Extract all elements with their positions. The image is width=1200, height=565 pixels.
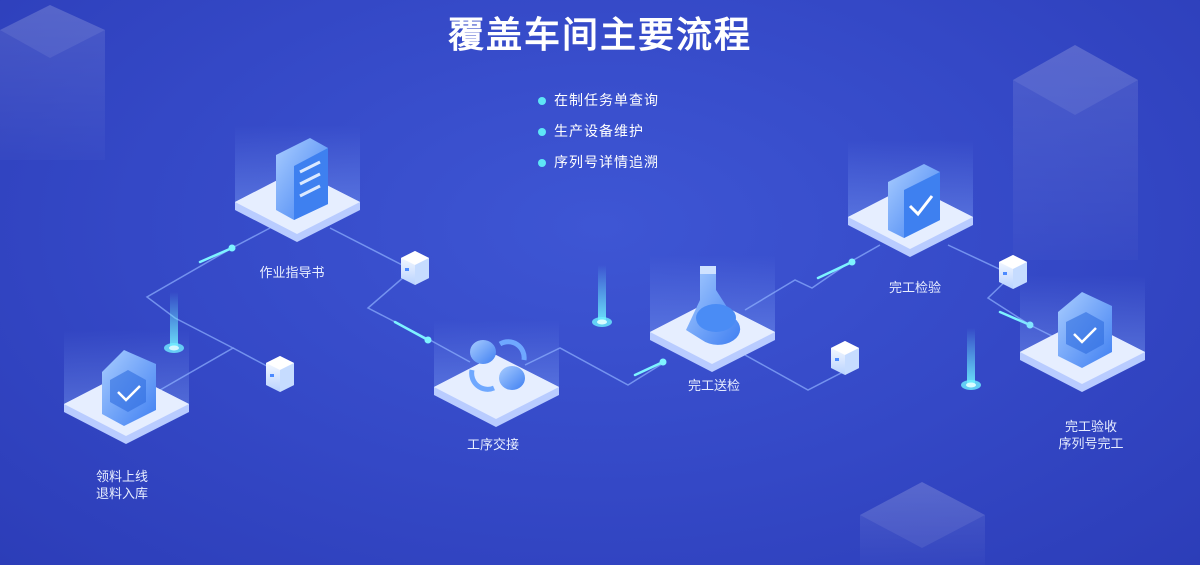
- node-label-inspection: 完工检验: [845, 280, 985, 297]
- document-icon: [276, 138, 328, 220]
- feature-label: 生产设备维护: [554, 124, 644, 140]
- bullet-dot-icon: [538, 97, 546, 105]
- box-check-icon: [1058, 292, 1112, 368]
- node-label-line: 序列号完工: [1058, 437, 1124, 452]
- background-cube-right: [1013, 45, 1138, 260]
- line-dots: [228, 244, 1034, 366]
- small-cube: [831, 341, 859, 375]
- glow-pillar: [961, 328, 981, 390]
- page-title: 覆盖车间主要流程: [447, 15, 752, 56]
- node-acceptance-platform: [1020, 275, 1145, 392]
- box-icon: [102, 350, 156, 426]
- exchange-icon: [469, 339, 527, 392]
- feature-label: 序列号详情追溯: [554, 155, 659, 171]
- bullet-dot-icon: [538, 159, 546, 167]
- feature-item: 生产设备维护: [538, 121, 659, 152]
- feature-item: 在制任务单查询: [538, 90, 659, 121]
- node-material-platform: [64, 330, 189, 444]
- node-label-instruction: 作业指导书: [222, 265, 362, 282]
- glow-pillar: [592, 265, 612, 327]
- feature-item: 序列号详情追溯: [538, 152, 659, 183]
- node-instruction-platform: [235, 125, 360, 242]
- feature-label: 在制任务单查询: [554, 93, 659, 109]
- background-cube-top-left: [0, 5, 105, 160]
- bullet-dot-icon: [538, 128, 546, 136]
- node-label-line: 完工送检: [687, 379, 740, 394]
- node-label-material: 领料上线 退料入库: [52, 469, 192, 503]
- node-label-line: 领料上线: [95, 470, 148, 485]
- node-label-line: 作业指导书: [259, 266, 325, 281]
- node-inspection-platform: [848, 140, 973, 257]
- node-submit-inspection-platform: [650, 255, 775, 372]
- clipboard-check-icon: [888, 164, 940, 238]
- node-label-line: 完工检验: [888, 281, 941, 296]
- node-label-line: 退料入库: [95, 487, 148, 502]
- node-handover-platform: [434, 320, 559, 427]
- feature-list: 在制任务单查询 生产设备维护 序列号详情追溯: [538, 90, 659, 183]
- small-cube: [401, 251, 429, 285]
- node-label-line: 完工验收: [1064, 420, 1117, 435]
- small-cube: [266, 356, 294, 392]
- background-cube-bottom: [860, 482, 985, 565]
- node-label-acceptance: 完工验收 序列号完工: [1021, 419, 1161, 453]
- node-label-handover: 工序交接: [423, 437, 563, 454]
- line-highlights: [198, 246, 1032, 377]
- node-label-line: 工序交接: [466, 438, 519, 453]
- flask-icon: [686, 266, 741, 345]
- node-label-submit-inspection: 完工送检: [644, 378, 784, 395]
